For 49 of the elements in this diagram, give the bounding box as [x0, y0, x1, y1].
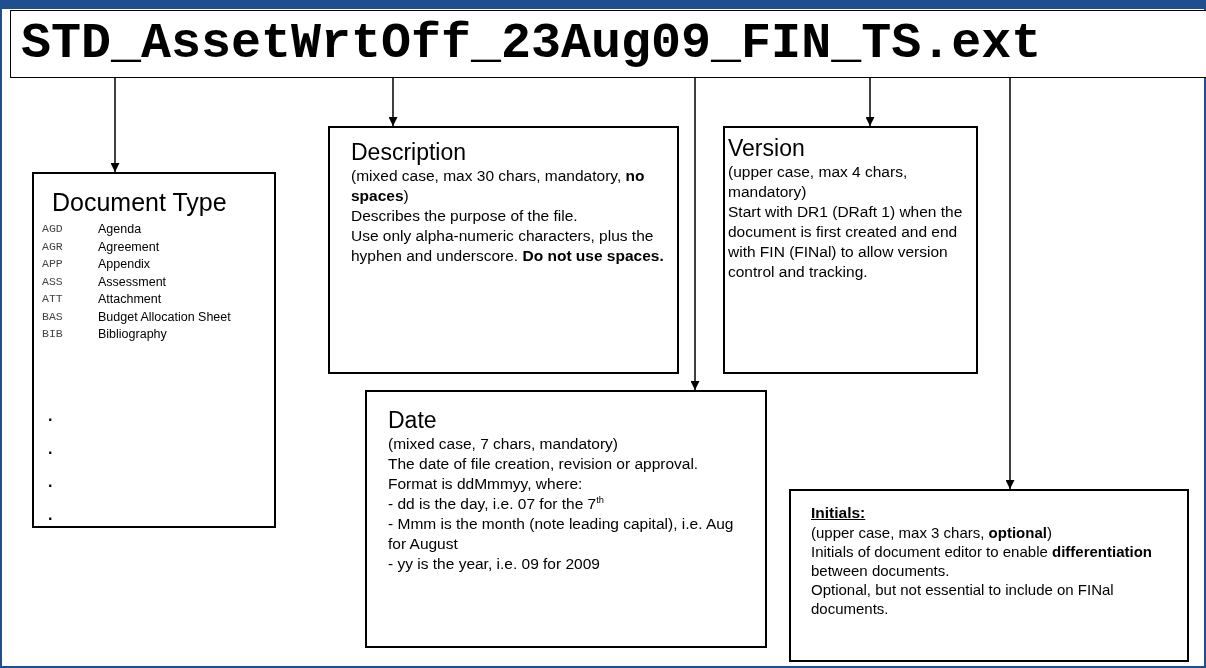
- description-text: - yy is the year, i.e. 09 for 2009: [388, 554, 601, 574]
- description-text: - dd is the day, i.e. 07 for the 7$^{th}$: [388, 494, 605, 514]
- filename-banner: [10, 10, 1206, 78]
- description-text: Describes the purpose of the file.: [351, 206, 579, 226]
- arrow: [388, 77, 398, 127]
- arrow: [865, 77, 875, 127]
- box-heading: Date: [388, 406, 438, 434]
- type-code: APP: [42, 257, 63, 270]
- version-box: [723, 126, 978, 374]
- type-code: AGR: [42, 239, 63, 253]
- type-name: Attachment: [98, 292, 162, 306]
- initials-box: [789, 489, 1189, 662]
- description-text: (upper case, max 4 chars, mandatory): [728, 162, 909, 202]
- box-heading: Document Type: [52, 188, 228, 216]
- description-text: (mixed case, 7 chars, mandatory): [388, 434, 619, 454]
- box-heading: Initials:: [811, 503, 867, 523]
- type-code: ASS: [42, 274, 63, 288]
- type-name: Agreement: [98, 239, 160, 254]
- description-box: [328, 126, 679, 374]
- ellipsis-dot: .: [48, 441, 53, 457]
- type-name: Appendix: [98, 257, 151, 271]
- type-name: Bibliography: [98, 327, 167, 341]
- type-code: BIB: [42, 327, 63, 340]
- type-code: BAS: [42, 309, 63, 323]
- description-text: Optional, but not essential to include on FINal documents.: [811, 580, 1115, 618]
- type-code: ATT: [42, 292, 63, 305]
- type-code: AGD: [42, 222, 63, 235]
- arrow: [690, 77, 700, 391]
- box-heading: Description: [351, 138, 468, 166]
- description-text: Initials of document editor to enable differentiation between documents.: [811, 542, 1153, 580]
- arrow: [1005, 77, 1015, 490]
- type-name: Agenda: [98, 222, 142, 236]
- description-text: (mixed case, max 30 chars, mandatory, no spaces): [351, 166, 646, 206]
- document-type-box: [32, 172, 276, 528]
- ellipsis-dot: .: [48, 408, 53, 424]
- description-text: - Mmm is the month (note leading capital), i.e. Aug for August: [388, 514, 735, 554]
- box-heading: Version: [728, 134, 806, 162]
- description-text: The date of file creation, revision or approval.: [388, 454, 700, 474]
- description-text: (upper case, max 3 chars, optional): [811, 523, 1053, 542]
- description-text: Format is ddMmmyy, where:: [388, 474, 584, 494]
- file-name: STD_AssetWrtOff_23Aug09_FIN_TS.ext: [21, 14, 1042, 74]
- ellipsis-dot: .: [48, 507, 53, 523]
- ellipsis-dot: .: [48, 474, 53, 490]
- description-text: Start with DR1 (DRaft 1) when the document is first created and end with FIN (FINal) to allow version control and tracking.: [728, 202, 964, 282]
- type-name: Budget Allocation Sheet: [98, 309, 231, 324]
- type-name: Assessment: [98, 274, 167, 289]
- description-text: Use only alpha-numeric characters, plus the hyphen and underscore. Do not use spaces.: [351, 226, 665, 266]
- date-box: [365, 390, 767, 648]
- arrow: [110, 77, 120, 173]
